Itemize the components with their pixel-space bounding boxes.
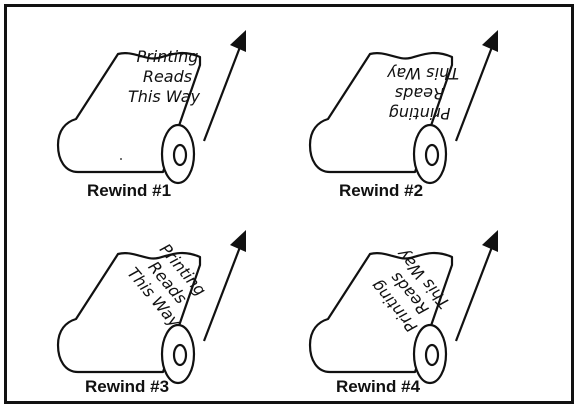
panel-rewind-2: Printing Reads This Way Rewind #2 bbox=[308, 28, 500, 200]
stray-dot bbox=[120, 158, 122, 160]
print-text-2: Printing Reads This Way bbox=[384, 64, 459, 123]
caption-rewind-1: Rewind #1 bbox=[87, 181, 171, 200]
caption-rewind-2: Rewind #2 bbox=[339, 181, 423, 200]
caption-rewind-3: Rewind #3 bbox=[85, 377, 169, 396]
panel-rewind-4: Printing Reads This Way Rewind #4 bbox=[308, 228, 500, 396]
panel-rewind-1: Printing Reads This Way Rewind #1 bbox=[56, 28, 248, 200]
caption-rewind-4: Rewind #4 bbox=[336, 377, 421, 396]
print-text-1: Printing Reads This Way bbox=[128, 47, 203, 106]
print-text-3: Printing Reads This Way bbox=[123, 238, 215, 331]
panel-rewind-3: Printing Reads This Way Rewind #3 bbox=[56, 228, 248, 396]
